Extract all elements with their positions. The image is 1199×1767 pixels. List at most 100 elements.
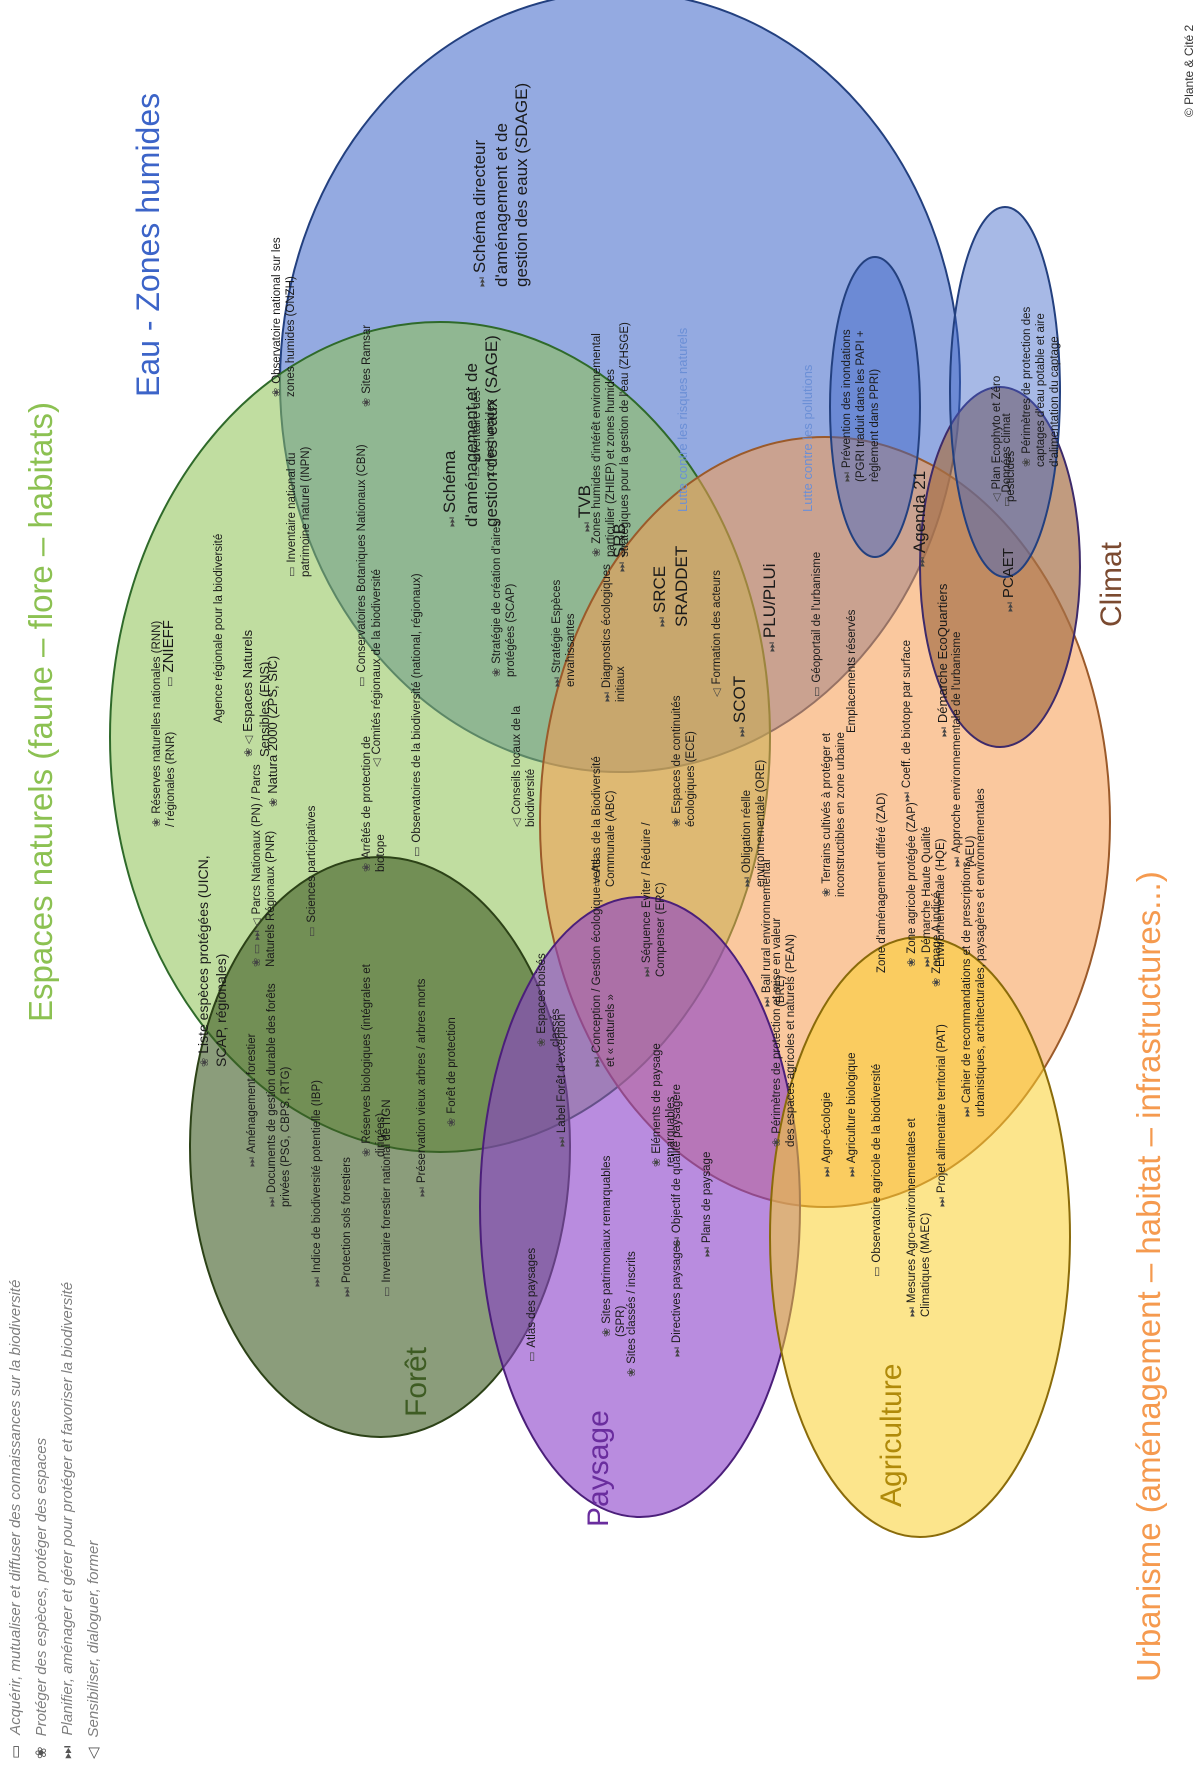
fast-forward-icon: ⏭: [700, 1247, 713, 1257]
leaf-icon: ❀: [770, 1137, 783, 1147]
fast-forward-icon: ⏭: [580, 522, 593, 532]
item-label: Projet alimentaire territorial (PAT): [936, 1024, 948, 1194]
item-label: Inventaire national du patrimoine nature…: [286, 446, 312, 577]
ellipse-pollutions: [949, 206, 1061, 578]
fast-forward-icon: ⏭: [550, 677, 563, 687]
title-climat: Climat: [1095, 541, 1128, 627]
fast-forward-icon: ⏭: [245, 1157, 258, 1167]
fast-forward-icon: ⏭: [935, 1197, 948, 1207]
title-foret: Forêt: [400, 1346, 433, 1417]
leaf-icon: ❀: [650, 1157, 663, 1167]
fast-forward-icon: ⏭: [735, 727, 748, 737]
ellipse-paysage: [479, 896, 801, 1518]
item-maec: ⏭Mesures Agro-environnementales et Clima…: [905, 1057, 933, 1317]
item-label: Cahier de recommandations et de prescrip…: [961, 788, 987, 1117]
item-label: SCOT: [730, 675, 749, 724]
item-vieux: ⏭ Préservation vieux arbres / arbres mort…: [415, 957, 429, 1197]
book-icon: ▭: [1000, 496, 1013, 507]
fast-forward-icon: ⏭: [670, 1237, 683, 1247]
item-label: Prévention des inondations (PGRI traduit…: [841, 329, 881, 482]
legend-label: Sensibiliser, dialoguer, former: [85, 1540, 102, 1738]
item-label: PLU/PLUi: [760, 563, 779, 639]
fast-forward-icon: ⏭: [845, 1167, 858, 1177]
legend-row-plan: ⏭Planifier, aménager et gérer pour proté…: [58, 1282, 76, 1759]
item-label: Observatoire agricole de la biodiversité: [871, 1063, 883, 1263]
subtitle-risques: Lutte contre les risques naturels: [675, 327, 690, 512]
item-label: Réserves naturelles nationales (RNN) / r…: [151, 620, 177, 827]
item-agenda: ⏭Agenda 21: [910, 447, 932, 567]
item-pean: ❀Périmètres de protection et mise en val…: [770, 897, 798, 1147]
item-label: Sites Ramsar: [361, 324, 373, 394]
item-label: Préservation vieux arbres / arbres morts: [416, 978, 428, 1184]
leaf-icon: ❀ ▭ ⏭ ◁: [250, 918, 263, 967]
item-pnr: ❀ ▭ ⏭ ◁Parcs Nationaux (PN) / Parcs Natu…: [250, 737, 278, 967]
leaf-icon: ❀: [32, 1746, 50, 1759]
item-sciences: ▭Sciences participatives: [305, 757, 319, 937]
fast-forward-icon: ⏭: [765, 642, 778, 652]
item-conseils: ◁Conseils locaux de la biodiversité: [510, 657, 538, 827]
item-label: SRCE SRADDET: [650, 545, 691, 627]
fast-forward-icon: ⏭: [415, 1187, 428, 1197]
item-label: Géoportail de l'urbanisme: [811, 551, 823, 683]
fast-forward-icon: ⏭: [445, 517, 458, 527]
item-captages: ❀Périmètres de protection des captages d…: [1020, 297, 1062, 467]
book-icon: ▭: [470, 466, 483, 477]
book-icon: ▭: [410, 846, 423, 857]
item-label: Zone d'aménagement différé (ZAD): [876, 792, 888, 973]
item-label: Agriculture biologique: [846, 1052, 858, 1164]
legend-label: Acquérir, mutualiser et diffuser des con…: [7, 1279, 24, 1735]
fast-forward-icon: ⏭: [310, 1277, 323, 1287]
copyright: © Plante & Cité 2: [1182, 24, 1196, 117]
leaf-icon: ❀: [535, 1037, 548, 1047]
title-paysage: Paysage: [582, 1410, 615, 1527]
item-label: Indice de biodiversité potentielle (IBP): [311, 1080, 323, 1274]
item-reserves: ❀Réserves biologiques (intégrales et dir…: [360, 937, 388, 1157]
item-label: Forêt de protection: [446, 1017, 458, 1114]
megaphone-icon: ◁: [710, 688, 723, 697]
item-foretprot: ❀Forêt de protection: [445, 1007, 459, 1127]
item-label: Conception / Gestion écologique verts et…: [591, 858, 617, 1067]
fast-forward-icon: ⏭: [555, 1137, 568, 1147]
item-label: Diagnostics écologiques initiaux: [601, 564, 627, 702]
fast-forward-icon: ⏭: [340, 1287, 353, 1297]
book-icon: ▭: [380, 1286, 393, 1297]
item-label: Observatoire national sur les zones humi…: [271, 237, 297, 397]
fast-forward-icon: ⏭: [58, 1745, 76, 1759]
item-invzh: ▭Inventaire des zones humides: [470, 357, 498, 477]
item-label: Agenda 21: [910, 470, 929, 554]
item-sitesclasses: ❀Sites classés / inscrits: [625, 1227, 639, 1377]
item-onzh: ❀Observatoire national sur les zones hum…: [270, 217, 298, 397]
item-listes: ❀Liste espèces protégées (UICN, SCAP, ré…: [195, 817, 230, 1067]
item-srb: ⏭SRB: [610, 492, 632, 572]
item-label: Liste espèces protégées (UICN, SCAP, rég…: [195, 855, 229, 1067]
item-spr: ❀Sites patrimoniaux remarquables (SPR): [600, 1147, 628, 1337]
item-label: Périmètres de protection et mise en vale…: [771, 917, 797, 1147]
item-label: Terrains cultivés à protéger et inconstr…: [821, 732, 847, 897]
item-srce: ⏭SRCE SRADDET: [650, 497, 692, 627]
item-cbn: ▭Conservatoires Botaniques Nationaux (CB…: [355, 427, 369, 687]
item-labelforet: ⏭Label Forêt d'exception: [555, 947, 569, 1147]
legend-row-sensitize: ◁Sensibiliser, dialoguer, former: [84, 1541, 102, 1759]
subtitle-pollutions: Lutte contre les pollutions: [800, 364, 815, 512]
megaphone-icon: ◁: [510, 818, 523, 827]
item-arb: Agence régionale pour la biodiversité: [212, 527, 226, 727]
item-label: SRB: [610, 523, 629, 559]
book-icon: ▭: [305, 926, 318, 937]
ellipse-climat: [919, 386, 1081, 748]
item-label: Protection sols forestiers: [341, 1157, 353, 1284]
item-atlaspay: ▭Atlas des paysages: [525, 1232, 539, 1362]
item-zad: Zone d'aménagement différé (ZAD): [875, 757, 889, 977]
fast-forward-icon: ⏭: [960, 1107, 973, 1117]
item-ramsar: ❀Sites Ramsar: [360, 287, 374, 407]
item-scot: ⏭ SCOT: [730, 647, 752, 737]
item-label: Observatoires de la biodiversité (nation…: [411, 573, 423, 843]
item-label: Conseils locaux de la biodiversité: [511, 705, 537, 827]
item-pat: ⏭ Projet alimentaire territorial (PAT): [935, 1017, 949, 1207]
item-formation: ◁Formation des acteurs: [710, 547, 724, 697]
title-urbanisme: Urbanisme (aménagement – habitat – infra…: [1130, 871, 1167, 1682]
fast-forward-icon: ⏭: [475, 277, 488, 287]
item-label: Schéma directeur d'aménagement et de ges…: [470, 82, 531, 287]
